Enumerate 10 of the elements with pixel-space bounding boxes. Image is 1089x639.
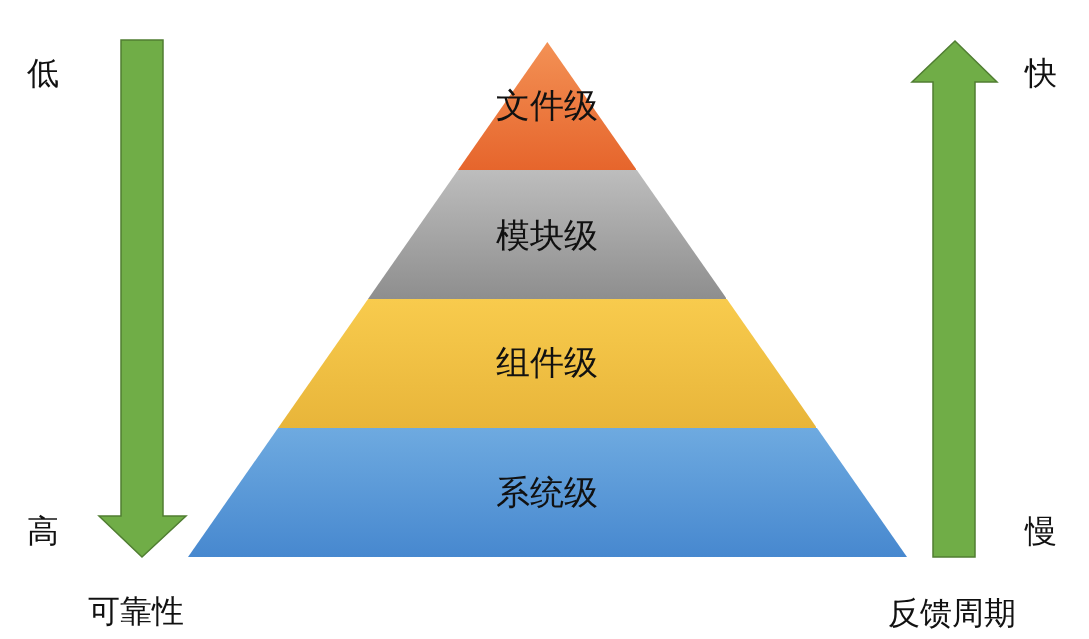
axis-title: 可靠性 [88,591,184,632]
scale-label: 快 [1025,53,1057,94]
level-label: 模块级 [495,214,599,257]
level-label: 组件级 [495,341,599,384]
axis-title: 反馈周期 [888,593,1016,634]
level-label: 系统级 [495,471,599,514]
level-label: 文件级 [495,84,599,127]
scale-label: 高 [27,511,59,552]
scale-label: 慢 [1025,511,1057,552]
scale-label: 低 [27,53,59,94]
